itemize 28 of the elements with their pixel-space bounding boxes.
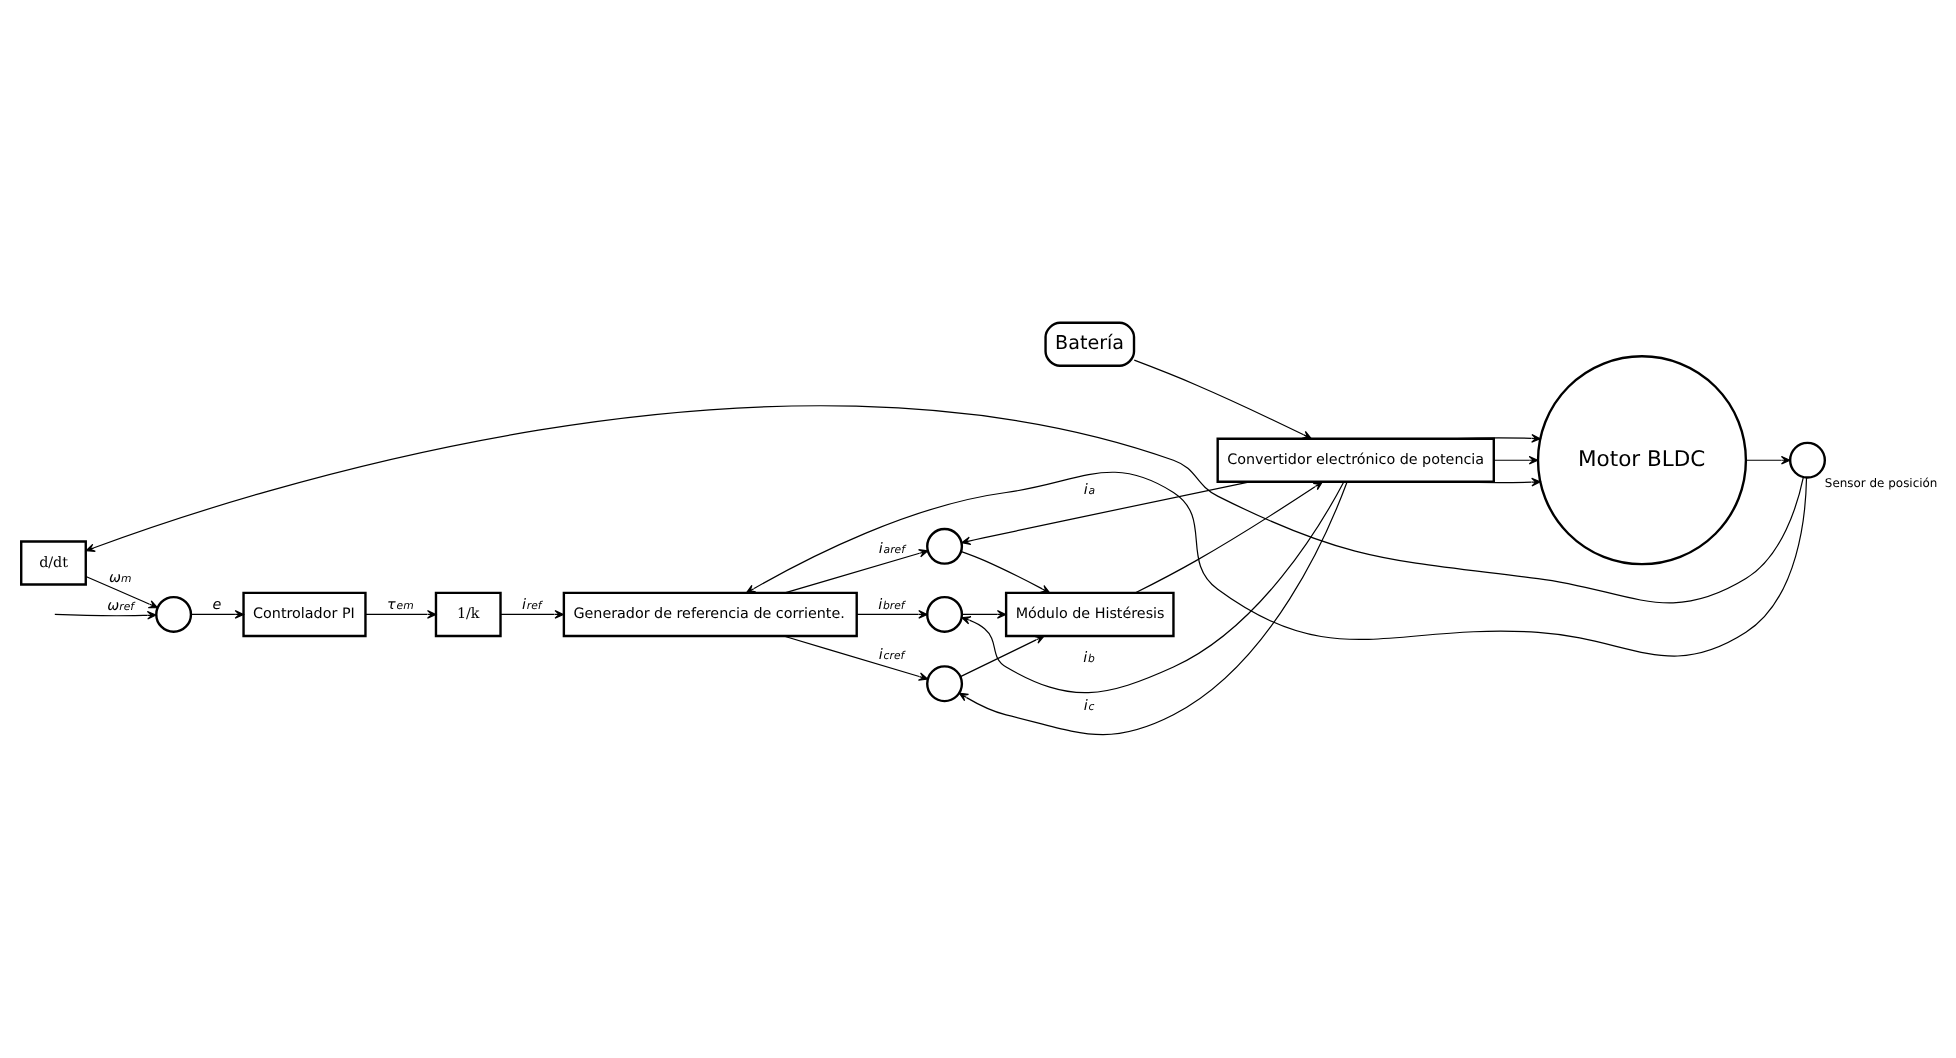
arrow [1456, 477, 1541, 487]
node-box: Batería [1044, 321, 1136, 367]
arrow [961, 481, 1251, 546]
arrow [1133, 359, 1312, 440]
arrow [783, 635, 929, 681]
arrow [856, 610, 928, 619]
node-circle [926, 665, 964, 703]
node-circle: Motor BLDC [1536, 355, 1748, 566]
node-circle [1788, 441, 1826, 479]
node-circle [155, 595, 193, 633]
arrow [960, 551, 1051, 594]
arrow [1493, 455, 1539, 465]
arrow [784, 549, 929, 594]
arrow [959, 635, 1045, 678]
arrow [85, 405, 1804, 604]
arrow [745, 471, 1808, 657]
arrow [365, 610, 437, 619]
arrow [85, 575, 158, 609]
arrow [1456, 434, 1541, 443]
arrow [500, 610, 564, 619]
arrow [961, 610, 1007, 619]
arrow [1745, 455, 1791, 465]
arrow [1134, 481, 1323, 594]
arrow [958, 481, 1348, 736]
arrow [190, 610, 245, 619]
node-circle [926, 595, 964, 633]
arrow [961, 481, 1345, 694]
node-circle [926, 527, 964, 565]
